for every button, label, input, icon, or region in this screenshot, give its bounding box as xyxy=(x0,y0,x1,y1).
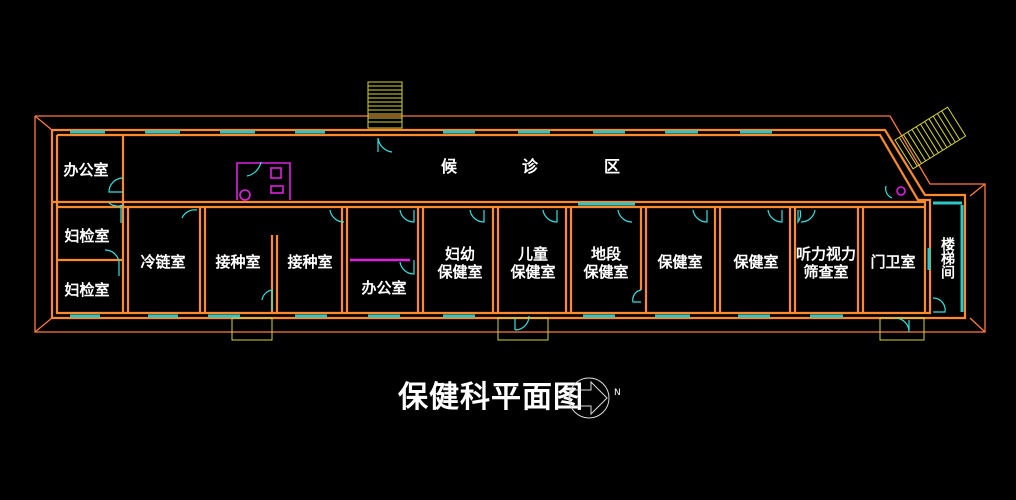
north-label: N xyxy=(614,388,621,398)
room-label-district-health: 地段 保健室 xyxy=(583,245,629,281)
plan-title: 保健科平面图 xyxy=(398,380,584,415)
walls xyxy=(50,128,967,320)
room-label-gyn-exam-2: 妇检室 xyxy=(64,281,110,299)
entries xyxy=(231,317,925,341)
roof-outline xyxy=(34,115,986,333)
room-label-child-health: 儿童 保健室 xyxy=(510,245,556,281)
stairs-north xyxy=(367,81,403,129)
room-label-vaccination-2: 接种室 xyxy=(287,253,333,271)
windows xyxy=(70,130,964,318)
hall-char-3: 区 xyxy=(603,157,621,176)
room-label-cold-chain: 冷链室 xyxy=(140,253,186,271)
room-label-stairwell: 楼梯间 xyxy=(939,237,955,279)
washroom xyxy=(236,162,291,201)
room-label-office-2: 办公室 xyxy=(361,279,407,297)
room-label-office-1: 办公室 xyxy=(63,161,109,179)
room-label-hearing-vision: 听力视力 筛查室 xyxy=(795,245,857,281)
stairs-east xyxy=(894,106,967,170)
room-label-health-1: 保健室 xyxy=(657,253,703,271)
room-label-guard: 门卫室 xyxy=(870,253,916,271)
room-label-vaccination-1: 接种室 xyxy=(215,253,261,271)
doors xyxy=(104,137,946,333)
room-label-health-2: 保健室 xyxy=(733,253,779,271)
room-label-gyn-exam-1: 妇检室 xyxy=(64,227,110,245)
hall-char-1: 候 xyxy=(440,157,458,176)
room-label-maternal-child: 妇幼 保健室 xyxy=(437,245,483,281)
hall-char-2: 诊 xyxy=(521,157,539,176)
north-arrow-icon xyxy=(568,377,610,419)
